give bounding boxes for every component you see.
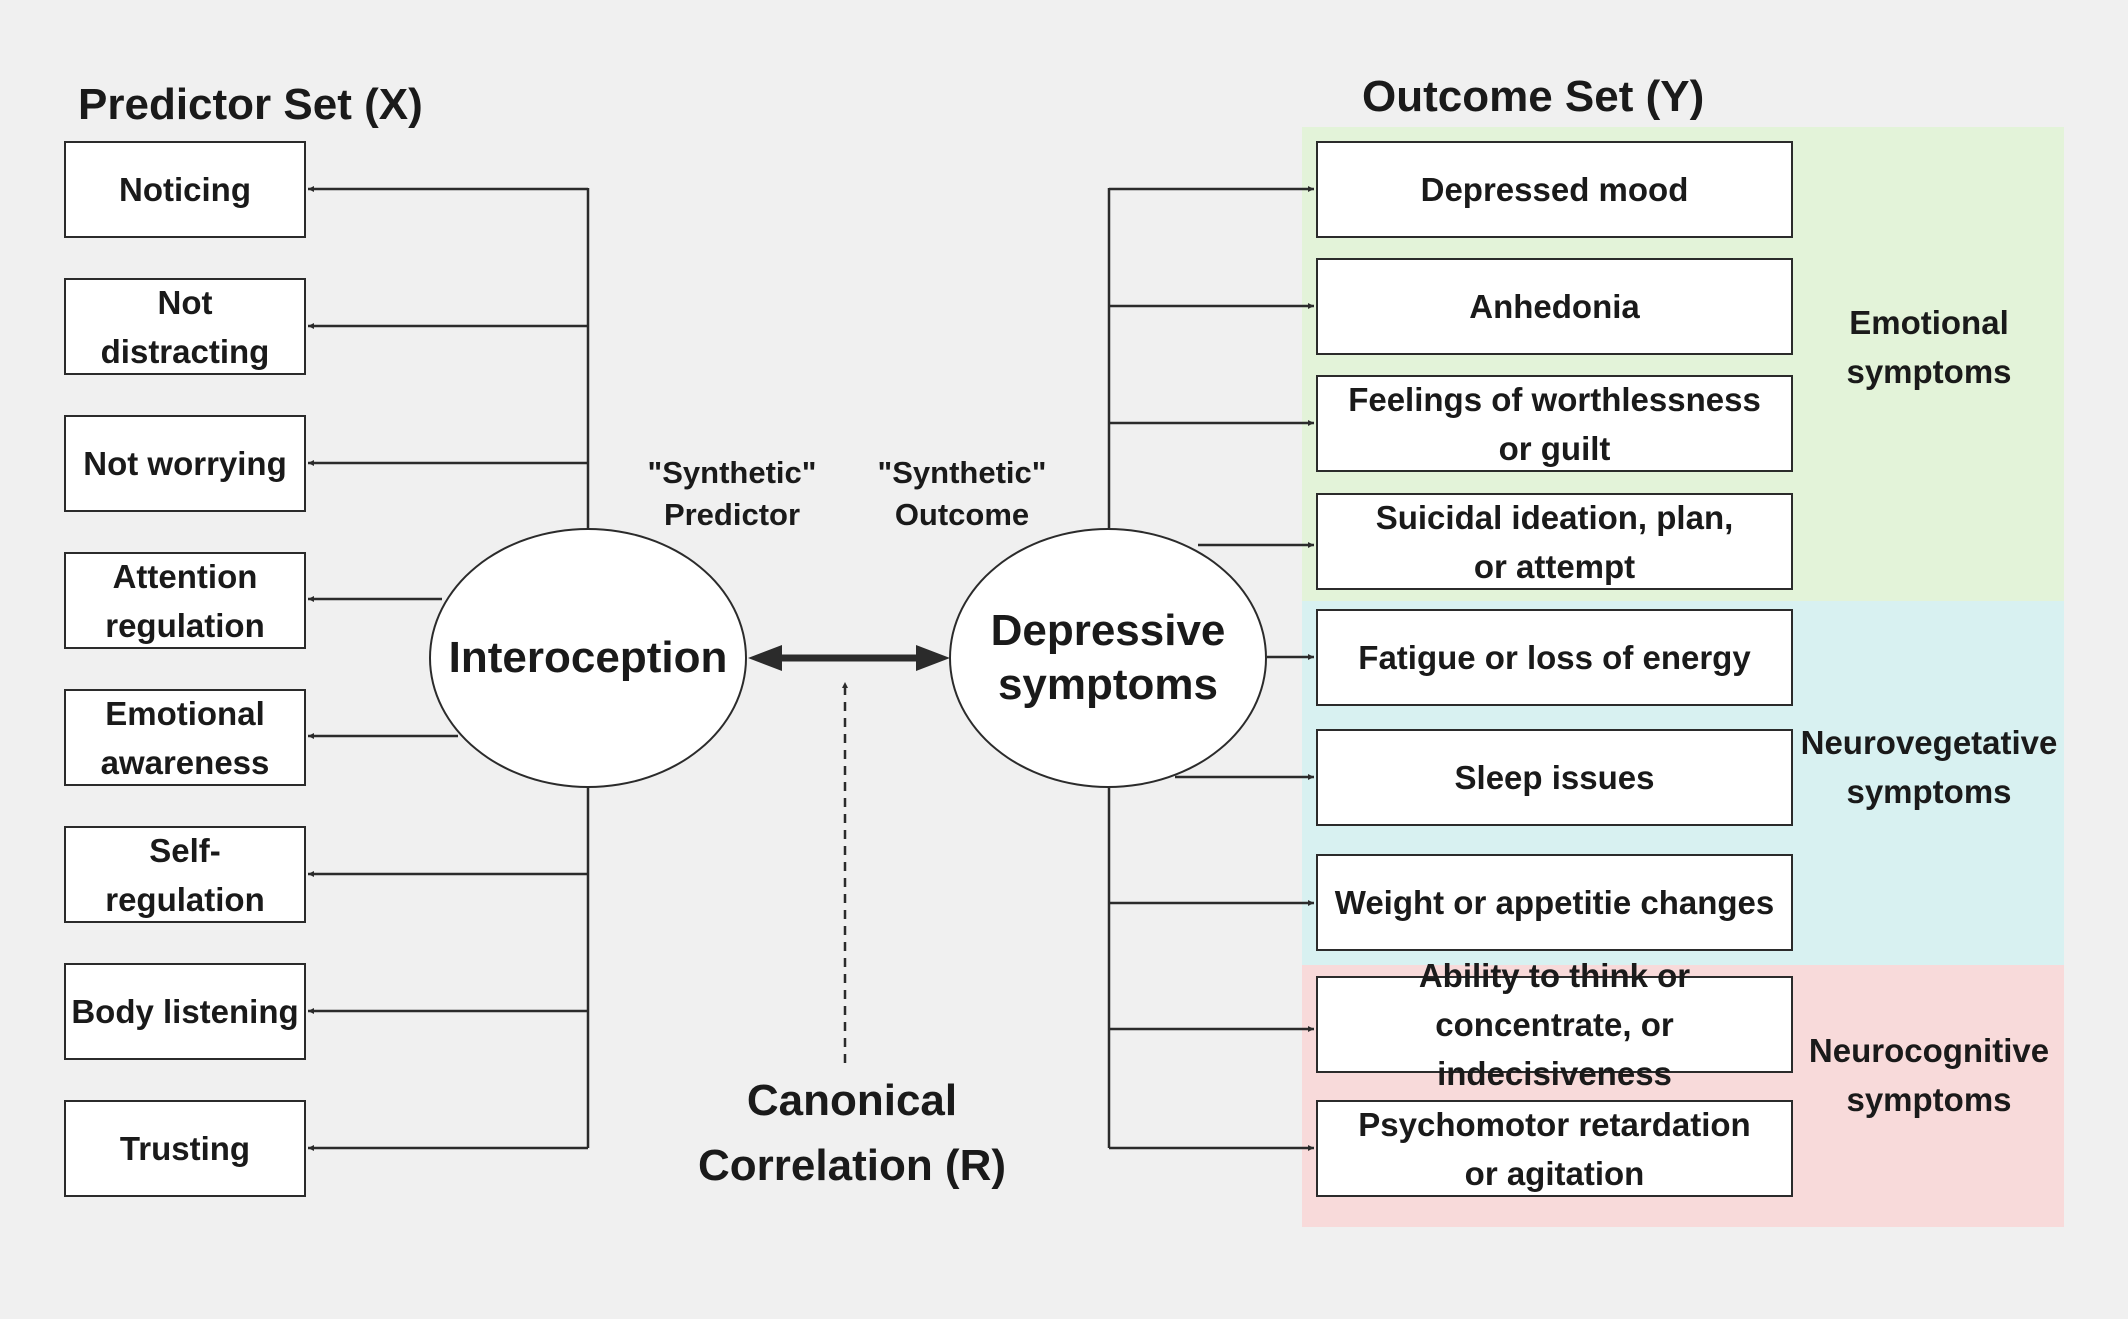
emotional-symptoms-label: Emotional symptoms bbox=[1846, 304, 2012, 390]
outcome-box-anhedonia: Anhedonia bbox=[1316, 258, 1793, 355]
outcome-box-depressed-mood: Depressed mood bbox=[1316, 141, 1793, 238]
canonical-arrowhead-left bbox=[748, 645, 782, 671]
synthetic-predictor-label: "Synthetic" Predictor bbox=[647, 455, 817, 532]
neurocognitive-symptoms-label: Neurocognitive symptoms bbox=[1808, 1032, 2050, 1118]
predictor-box-trusting: Trusting bbox=[64, 1100, 306, 1197]
predictor-box-noticing: Noticing bbox=[64, 141, 306, 238]
predictor-set-title: Predictor Set (X) bbox=[78, 80, 423, 129]
canonical-arrowhead-right bbox=[916, 645, 950, 671]
synthetic-outcome-label: "Synthetic" Outcome bbox=[877, 455, 1047, 532]
predictor-box-not-worrying: Not worrying bbox=[64, 415, 306, 512]
predictor-box-emotional-awareness: Emotional awareness bbox=[64, 689, 306, 786]
depressive-symptoms-ellipse: Depressive symptoms bbox=[949, 528, 1267, 788]
outcome-set-title: Outcome Set (Y) bbox=[1362, 72, 1705, 121]
outcome-box-fatigue: Fatigue or loss of energy bbox=[1316, 609, 1793, 706]
neurovegetative-symptoms-label: Neurovegetative symptoms bbox=[1800, 724, 2058, 810]
predictor-box-attention-regulation: Attention regulation bbox=[64, 552, 306, 649]
outcome-box-sleep-issues: Sleep issues bbox=[1316, 729, 1793, 826]
predictor-box-self-regulation: Self-regulation bbox=[64, 826, 306, 923]
predictor-box-body-listening: Body listening bbox=[64, 963, 306, 1060]
outcome-box-weight-appetite: Weight or appetitie changes bbox=[1316, 854, 1793, 951]
interoception-ellipse: Interoception bbox=[429, 528, 747, 788]
outcome-box-worthlessness-guilt: Feelings of worthlessness or guilt bbox=[1316, 375, 1793, 472]
canonical-correlation-label: Canonical Correlation (R) bbox=[698, 1076, 1006, 1190]
outcome-box-concentration: Ability to think or concentrate, or inde… bbox=[1316, 957, 1793, 1092]
predictor-box-not-distracting: Not distracting bbox=[64, 278, 306, 375]
outcome-box-suicidal-ideation: Suicidal ideation, plan, or attempt bbox=[1316, 493, 1793, 590]
outcome-box-psychomotor: Psychomotor retardation or agitation bbox=[1316, 1100, 1793, 1197]
